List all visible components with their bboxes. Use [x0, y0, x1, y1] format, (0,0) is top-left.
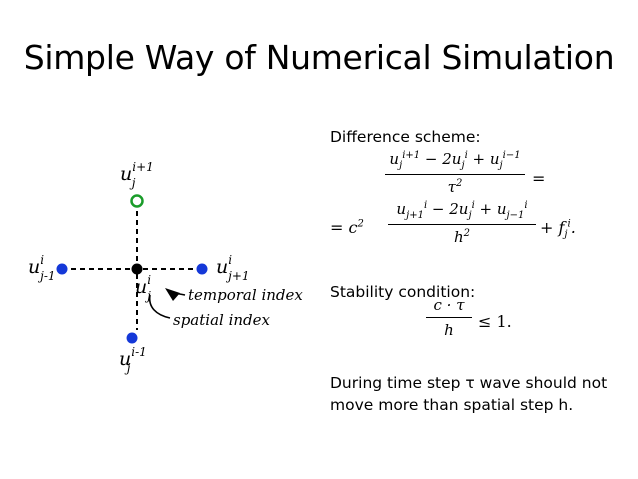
- node-left: [56, 263, 68, 275]
- stability-numerator: c · τ: [433, 296, 465, 314]
- note-line-2: move more than spatial step h.: [330, 396, 574, 414]
- temporal-arrow: [168, 291, 186, 296]
- eq2-lead: = c2: [330, 218, 364, 237]
- node-center: [131, 263, 143, 275]
- eq2-tail: + fji.: [540, 218, 576, 241]
- node-right: [196, 263, 208, 275]
- fraction-bar: [388, 224, 536, 225]
- node-prev-time: [126, 332, 138, 344]
- note-line-1: During time step τ wave should not: [330, 374, 608, 392]
- temporal-index-note: temporal index: [188, 286, 303, 304]
- fraction-space-numerator: uj+1i − 2uji + uj−1i: [396, 200, 528, 221]
- equals-sign: =: [532, 169, 546, 188]
- stability-heading: Stability condition:: [330, 283, 476, 301]
- fraction-space: uj+1i − 2uji + uj−1i h2: [388, 200, 536, 246]
- stability-relation: ≤ 1.: [478, 312, 512, 331]
- stability-denominator: h: [444, 321, 454, 339]
- fraction-time-numerator: uji+1 − 2uji + uji−1: [389, 150, 521, 171]
- fraction-stability: c · τ h: [426, 296, 472, 339]
- fraction-time-denominator: τ2: [447, 178, 463, 196]
- node-next-time: [130, 194, 144, 208]
- spatial-arrow: [148, 294, 171, 319]
- temporal-arrow-head: [165, 288, 180, 301]
- fraction-bar: [426, 317, 472, 318]
- slide-title: Simple Way of Numerical Simulation: [23, 38, 615, 77]
- difference-heading: Difference scheme:: [330, 128, 481, 146]
- fraction-bar: [385, 174, 525, 175]
- fraction-space-denominator: h2: [453, 228, 471, 246]
- spatial-index-note: spatial index: [173, 311, 271, 329]
- fraction-time: uji+1 − 2uji + uji−1 τ2: [385, 150, 525, 196]
